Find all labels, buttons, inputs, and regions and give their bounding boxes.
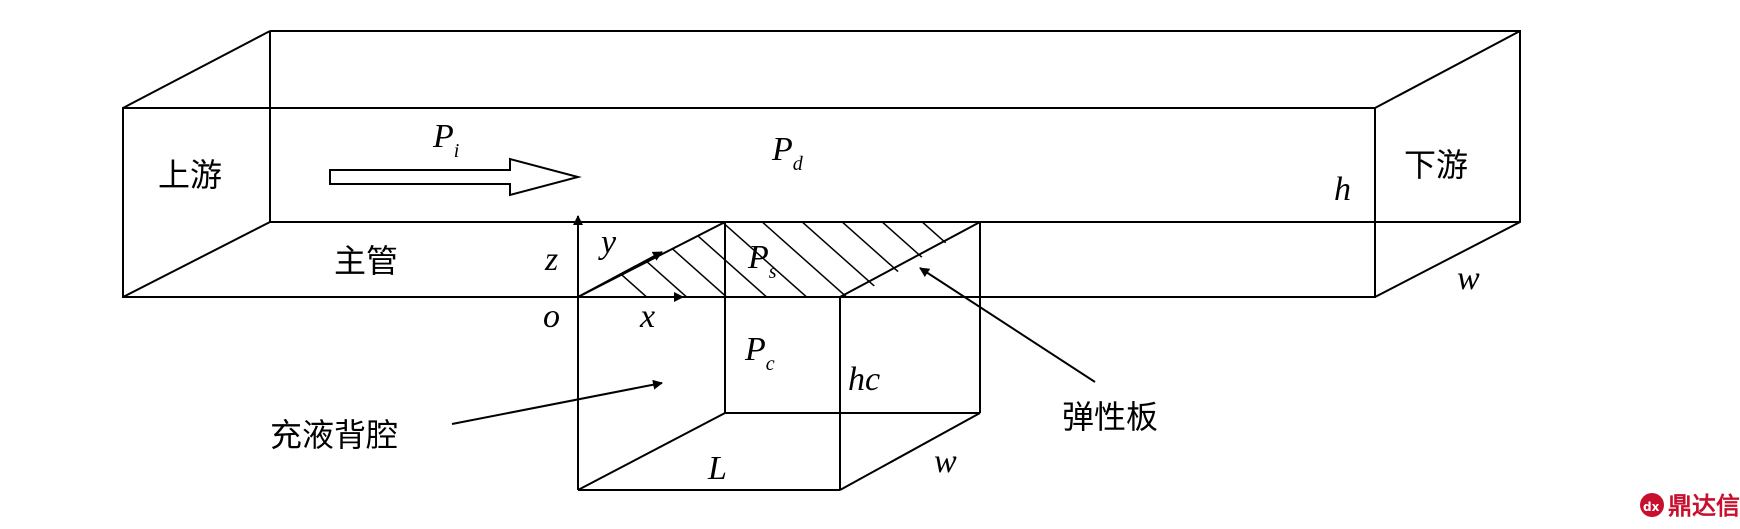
label-h: h: [1334, 171, 1351, 208]
label-y: y: [598, 224, 617, 261]
label-plate: 弹性板: [1062, 398, 1158, 436]
label-z: z: [544, 241, 558, 278]
label-downstream: 下游: [1404, 146, 1468, 184]
watermark-text: 鼎达信: [1668, 492, 1740, 520]
label-w-cavity: w: [934, 443, 957, 480]
label-x: x: [639, 298, 655, 335]
flow-arrow-icon: [329, 157, 582, 197]
label-origin: o: [543, 298, 560, 335]
label-cavity: 充液背腔: [270, 416, 398, 454]
label-pc: Pc: [744, 331, 775, 375]
label-L: L: [707, 450, 727, 487]
svg-text:dx: dx: [1643, 500, 1660, 514]
y-axis: [577, 251, 663, 298]
label-upstream: 上游: [158, 156, 222, 194]
watermark-logo: dx 鼎达信: [1640, 492, 1740, 520]
plate-pointer-arrow: [919, 267, 1096, 383]
cavity-pointer-arrow: [451, 379, 663, 425]
label-w-pipe: w: [1457, 260, 1480, 297]
main-pipe-box: [122, 30, 1521, 298]
label-pi: Pi: [432, 118, 459, 162]
label-ps: Ps: [747, 239, 777, 283]
label-main-pipe: 主管: [334, 242, 398, 280]
label-pd: Pd: [771, 131, 804, 175]
label-hc: hc: [848, 361, 880, 398]
elastic-plate-hatch: [578, 222, 980, 297]
cavity-box: [577, 221, 981, 491]
